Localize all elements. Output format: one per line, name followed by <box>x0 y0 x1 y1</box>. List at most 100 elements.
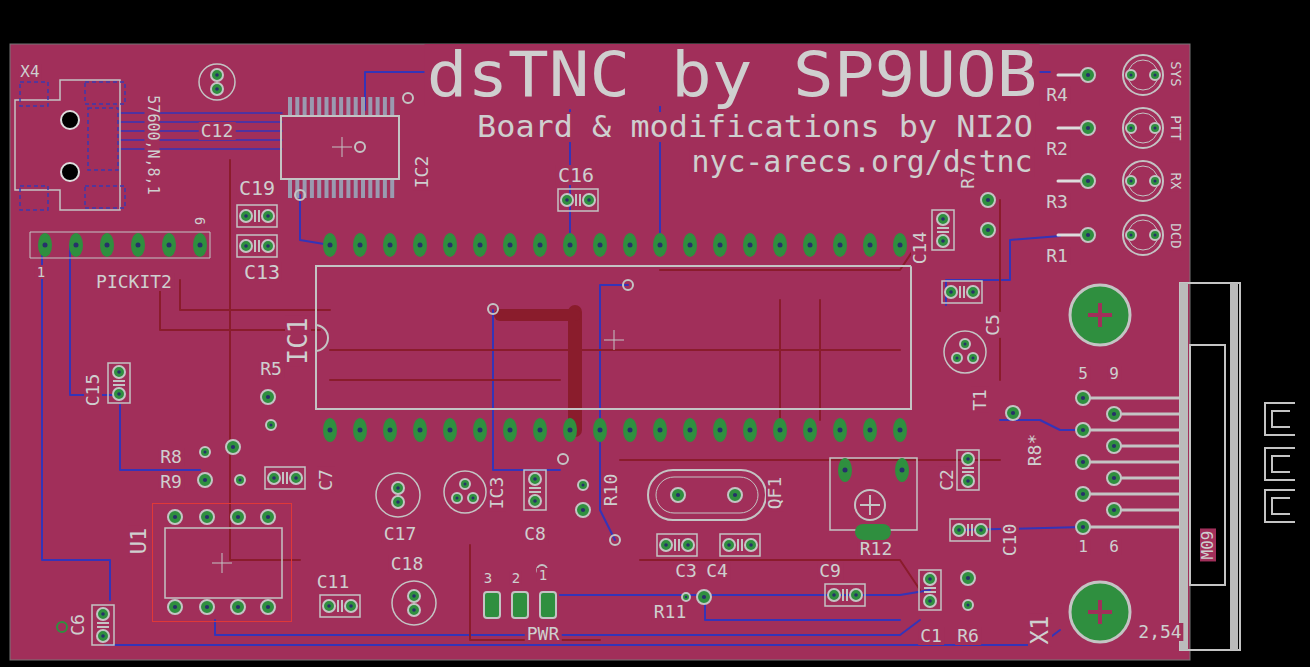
oval-pad <box>593 233 607 257</box>
oval-pad <box>893 233 907 257</box>
drill-hole <box>964 343 967 346</box>
drill-hole <box>1081 428 1085 432</box>
drill-hole <box>349 604 353 608</box>
trimmer-slot <box>860 495 880 515</box>
electrolytic-outline <box>199 64 235 100</box>
round-pad <box>460 479 470 489</box>
electrolytic-outline <box>376 473 420 517</box>
round-pad <box>1107 407 1121 421</box>
capacitor-symbol <box>255 240 259 252</box>
round-pad <box>529 473 541 485</box>
copper-trace <box>819 300 821 420</box>
db9-pin-line <box>1083 397 1180 400</box>
drill-hole <box>868 428 873 433</box>
drill-hole <box>412 608 416 612</box>
round-pad <box>1150 123 1160 133</box>
copper-trace <box>120 405 200 470</box>
capacitor-symbol <box>576 194 580 206</box>
silkscreen-label: RX <box>1169 171 1183 192</box>
drill-hole <box>456 497 459 500</box>
drill-hole <box>587 198 591 202</box>
drill-hole <box>508 428 513 433</box>
usb-smd-pad <box>20 82 48 106</box>
oval-pad <box>863 418 877 442</box>
drill-hole <box>167 243 172 248</box>
silkscreen-label: 2,54 <box>1136 623 1183 641</box>
silkscreen-label: 2 <box>510 571 522 585</box>
round-pad <box>578 480 588 490</box>
silkscreen-label: R8* <box>1026 432 1044 469</box>
capacitor-outline <box>942 281 982 303</box>
drill-hole <box>198 243 203 248</box>
drill-hole <box>266 214 270 218</box>
mounting-hole <box>1070 285 1130 345</box>
round-pad <box>200 510 214 524</box>
capacitor-outline <box>720 534 760 556</box>
round-pad <box>231 510 245 524</box>
capacitor-symbol <box>255 210 259 222</box>
via <box>295 190 305 200</box>
capacitor-symbol <box>843 589 847 601</box>
silkscreen-label: 57600,N,8,1 <box>145 93 160 196</box>
drill-hole <box>1086 179 1090 183</box>
drill-hole <box>173 605 177 609</box>
capacitor-symbol <box>675 539 679 551</box>
silkscreen-label: C6 <box>69 612 87 638</box>
round-pad <box>261 510 275 524</box>
drill-hole <box>533 499 537 503</box>
drill-hole <box>270 424 273 427</box>
round-pad <box>963 600 973 610</box>
db9-pin-line <box>1114 413 1180 416</box>
round-pad <box>981 193 995 207</box>
drill-hole <box>538 243 543 248</box>
silkscreen-layer <box>15 55 1295 650</box>
round-pad <box>660 539 672 551</box>
led-outline <box>1123 55 1163 95</box>
drill-hole <box>748 428 753 433</box>
oval-pad <box>323 418 337 442</box>
round-pad <box>240 210 252 222</box>
pad-layer <box>38 68 1160 642</box>
smd-pin <box>383 97 387 115</box>
component-outline: IC1 <box>315 265 912 410</box>
round-pad <box>1006 406 1020 420</box>
smd-pin <box>295 97 299 115</box>
drill-hole <box>718 428 723 433</box>
round-pad <box>468 493 478 503</box>
drill-hole <box>1130 180 1133 183</box>
oval-pad <box>413 418 427 442</box>
smd-pin <box>332 180 336 198</box>
smd-pin <box>361 97 365 115</box>
oval-pad <box>863 233 877 257</box>
drill-hole <box>676 493 680 497</box>
silkscreen-label: X1 <box>1028 614 1052 647</box>
capacitor-symbol <box>968 524 972 536</box>
via <box>488 304 498 314</box>
oval-pad <box>38 233 52 257</box>
oval-pad <box>563 233 577 257</box>
copper-trace <box>946 236 1060 305</box>
drill-hole <box>843 468 848 473</box>
oval-pad <box>803 418 817 442</box>
silkscreen-label: 1 <box>537 568 549 582</box>
round-pad <box>924 595 936 607</box>
round-pad <box>240 240 252 252</box>
usb-outline <box>15 80 120 210</box>
drill-hole <box>472 497 475 500</box>
drill-hole <box>266 244 270 248</box>
drill-hole <box>749 543 753 547</box>
capacitor-outline <box>957 450 979 490</box>
drill-hole <box>117 370 121 374</box>
drill-hole <box>748 243 753 248</box>
silkscreen-label: SYS <box>1169 59 1183 88</box>
drill-hole <box>957 528 961 532</box>
capacitor-symbol <box>113 381 125 385</box>
oval-pad <box>473 233 487 257</box>
component-outline: IC2 <box>280 115 400 180</box>
drill-hole <box>1130 127 1133 130</box>
capacitor-outline <box>92 605 114 645</box>
drill-hole <box>979 528 983 532</box>
copper-trace <box>620 459 1000 461</box>
round-pad <box>1081 228 1095 242</box>
drill-hole <box>900 468 905 473</box>
